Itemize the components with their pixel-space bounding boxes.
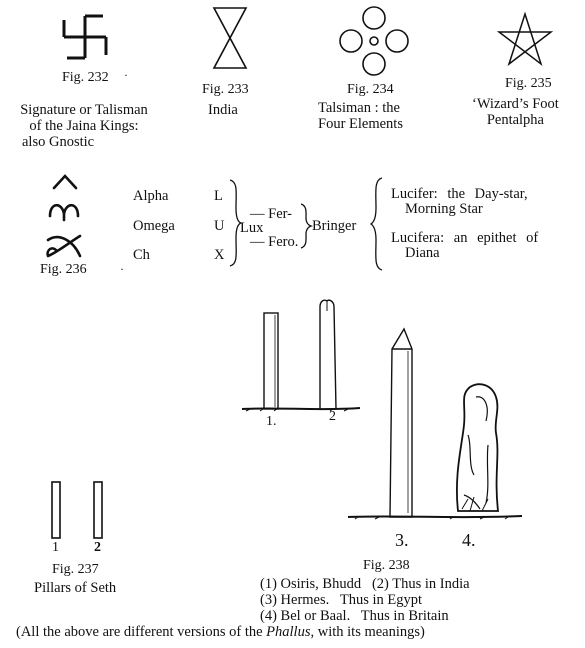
fero-text: — Fero. (250, 234, 299, 250)
fig-235-caption: ‘Wizard’s Foot Pentalpha (472, 96, 559, 128)
fig-236-label: Fig. 236 (40, 262, 87, 277)
letter-u: U (214, 218, 225, 234)
fig-233-label: Fig. 233 (202, 82, 249, 97)
brace-3 (369, 177, 383, 271)
lucifera-line-2: Diana (405, 245, 440, 261)
four-elements-symbol (339, 6, 409, 76)
pillars-drawing (241, 299, 523, 520)
fig-238-num-1: 1. (266, 414, 277, 429)
caption-line: ‘Wizard’s Foot (472, 96, 559, 112)
fig-237-caption: Pillars of Seth (34, 580, 117, 596)
stray-mark: · (120, 262, 124, 276)
fig-238-num-4: 4. (462, 530, 476, 550)
fig-237-label: Fig. 237 (52, 562, 99, 577)
footer-italic: Phallus (266, 624, 311, 640)
fig-238-label: Fig. 238 (363, 558, 410, 573)
letter-l: L (214, 188, 223, 204)
hourglass-symbol (212, 7, 248, 69)
lucifer-line-1: Lucifer: the Day-star, (391, 186, 528, 202)
alpha-omega-chi-symbols (46, 174, 82, 258)
fig-238-line-3: (4) Bel or Baal. Thus in Britain (260, 608, 449, 624)
footer-after: , with its meanings) (310, 624, 425, 640)
fer-text: — Fer- (250, 206, 292, 222)
caption-line: Signature or Talisman (20, 102, 148, 118)
brace-1 (229, 179, 244, 267)
footer-before: (All the above are different versions of… (16, 624, 267, 640)
word-ch: Ch (133, 247, 150, 263)
fig-232-label: Fig. 232 (62, 70, 109, 85)
caption-line: also Gnostic (22, 134, 95, 150)
word-alpha: Alpha (133, 188, 169, 204)
letter-x: X (214, 247, 225, 263)
fig-238-line-2: (3) Hermes. Thus in Egypt (260, 592, 423, 608)
pentagram-symbol (496, 11, 554, 67)
fig-233-caption: India (208, 102, 238, 118)
footer-note: (All the above are different versions of… (16, 624, 425, 641)
pillars-of-seth (51, 481, 103, 539)
caption-line: Pentalpha (486, 112, 544, 128)
lucifera-line-1: Lucifera: an epithet of (391, 230, 539, 246)
caption-line: Four Elements (318, 116, 403, 132)
fig-234-caption: Talsiman : the Four Elements (318, 100, 403, 132)
fig-238-line-1: (1) Osiris, Bhudd (2) Thus in India (260, 576, 470, 592)
stray-mark: · (124, 68, 128, 82)
caption-line: Talsiman : the (318, 100, 400, 116)
fig-238-num-3: 3. (395, 530, 409, 550)
lux-text: Lux (240, 220, 264, 236)
fig-234-label: Fig. 234 (347, 82, 394, 97)
fig-232-caption: Signature or Talisman of the Jaina Kings… (0, 102, 168, 150)
fig-237-num-1: 1 (52, 540, 59, 555)
fig-238-num-2: 2 (329, 409, 336, 424)
lucifer-line-2: Morning Star (405, 201, 483, 217)
word-omega: Omega (133, 218, 175, 234)
bringer-text: Bringer (312, 218, 357, 234)
brace-2 (300, 203, 314, 249)
fig-235-label: Fig. 235 (505, 76, 552, 91)
caption-line: of the Jaina Kings: (29, 118, 139, 134)
fig-237-num-2: 2 (94, 540, 101, 555)
swastika-symbol (62, 14, 108, 60)
